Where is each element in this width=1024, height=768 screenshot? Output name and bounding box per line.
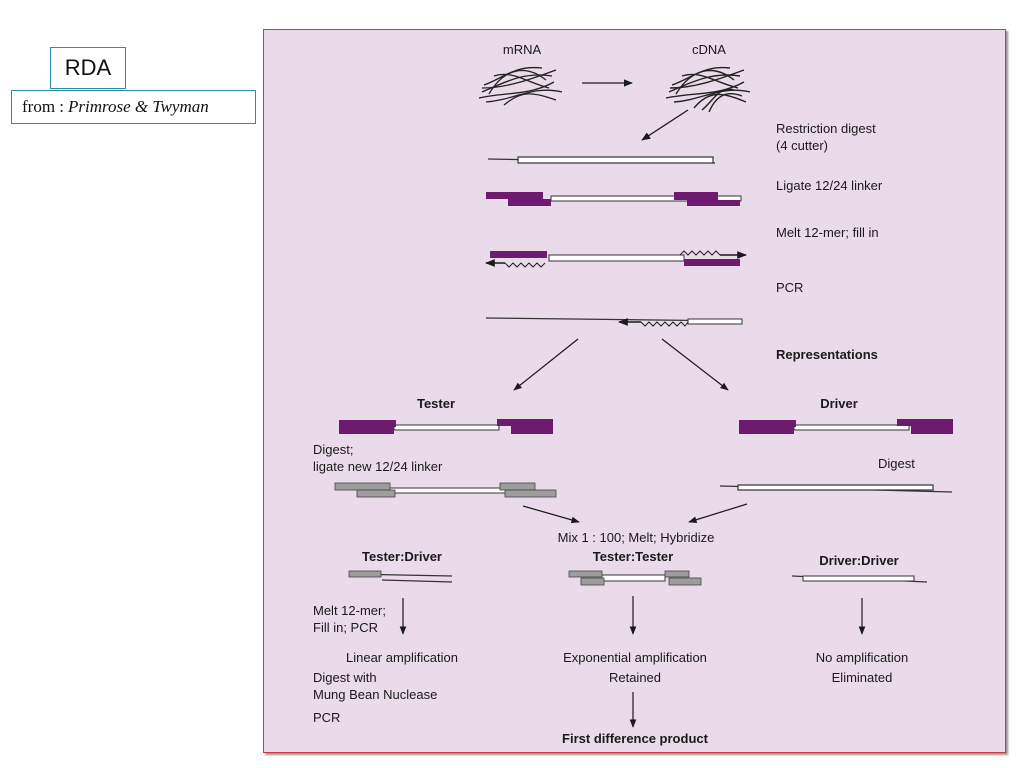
tester-tester-duplex xyxy=(568,570,702,586)
mrna-strands-icon xyxy=(478,66,563,106)
driver-digested-fragment xyxy=(719,484,953,493)
arrow-to-tester xyxy=(513,338,579,391)
step-restriction-label: Restriction digest xyxy=(776,121,876,136)
arrow-driver-to-mix xyxy=(688,503,748,523)
td-result-label: Linear amplification xyxy=(346,650,458,665)
driver-driver-duplex xyxy=(791,575,928,583)
td-digest-label: Digest with xyxy=(313,670,377,685)
step-melt-label: Melt 12-mer; fill in xyxy=(776,225,879,240)
restriction-digest-fragment xyxy=(487,156,716,164)
tester-driver-label: Tester:Driver xyxy=(362,549,442,564)
step-restriction-sub: (4 cutter) xyxy=(776,138,828,153)
driver-driver-label: Driver:Driver xyxy=(819,553,899,568)
source-authors: Primrose & Twyman xyxy=(68,97,209,116)
tester-tester-label: Tester:Tester xyxy=(593,549,673,564)
td-pcr-label: PCR xyxy=(313,710,340,725)
cdna-strands-icon xyxy=(665,66,751,113)
driver-digest-label: Digest xyxy=(878,456,915,471)
driver-label: Driver xyxy=(820,396,858,411)
source-citation: from : Primrose & Twyman xyxy=(11,90,256,124)
arrow-cdna-to-digest xyxy=(641,109,689,141)
final-product-label: First difference product xyxy=(562,731,709,746)
ligated-fragment xyxy=(486,192,742,206)
tt-result-label: Exponential amplification xyxy=(563,650,707,665)
tester-fragment xyxy=(339,419,553,434)
melted-fragment xyxy=(485,250,747,268)
pcr-fragment xyxy=(485,317,743,327)
arrow-to-driver xyxy=(661,338,729,391)
rda-diagram-panel: mRNA cDNA Restriction digest (4 cutter) xyxy=(263,29,1006,753)
tester-digest-label: Digest; xyxy=(313,442,353,457)
source-prefix: from : xyxy=(22,97,65,116)
cdna-label: cDNA xyxy=(692,42,726,57)
tester-label: Tester xyxy=(417,396,455,411)
tester-new-linker-fragment xyxy=(334,482,557,498)
tester-driver-duplex xyxy=(348,570,453,583)
rda-diagram: mRNA cDNA Restriction digest (4 cutter) xyxy=(313,42,953,746)
dd-fate-label: Eliminated xyxy=(832,670,893,685)
td-melt-label: Melt 12-mer; xyxy=(313,603,386,618)
td-nuclease-label: Mung Bean Nuclease xyxy=(313,687,437,702)
td-fill-label: Fill in; PCR xyxy=(313,620,378,635)
slide-title: RDA xyxy=(50,47,126,89)
step-ligate-label: Ligate 12/24 linker xyxy=(776,178,883,193)
arrow-tester-to-mix xyxy=(522,505,580,524)
tt-fate-label: Retained xyxy=(609,670,661,685)
dd-result-label: No amplification xyxy=(816,650,909,665)
mrna-label: mRNA xyxy=(503,42,542,57)
representations-label: Representations xyxy=(776,347,878,362)
driver-fragment xyxy=(739,419,953,434)
step-pcr-label: PCR xyxy=(776,280,803,295)
tester-ligate-label: ligate new 12/24 linker xyxy=(313,459,443,474)
mix-hybridize-label: Mix 1 : 100; Melt; Hybridize xyxy=(558,530,715,545)
